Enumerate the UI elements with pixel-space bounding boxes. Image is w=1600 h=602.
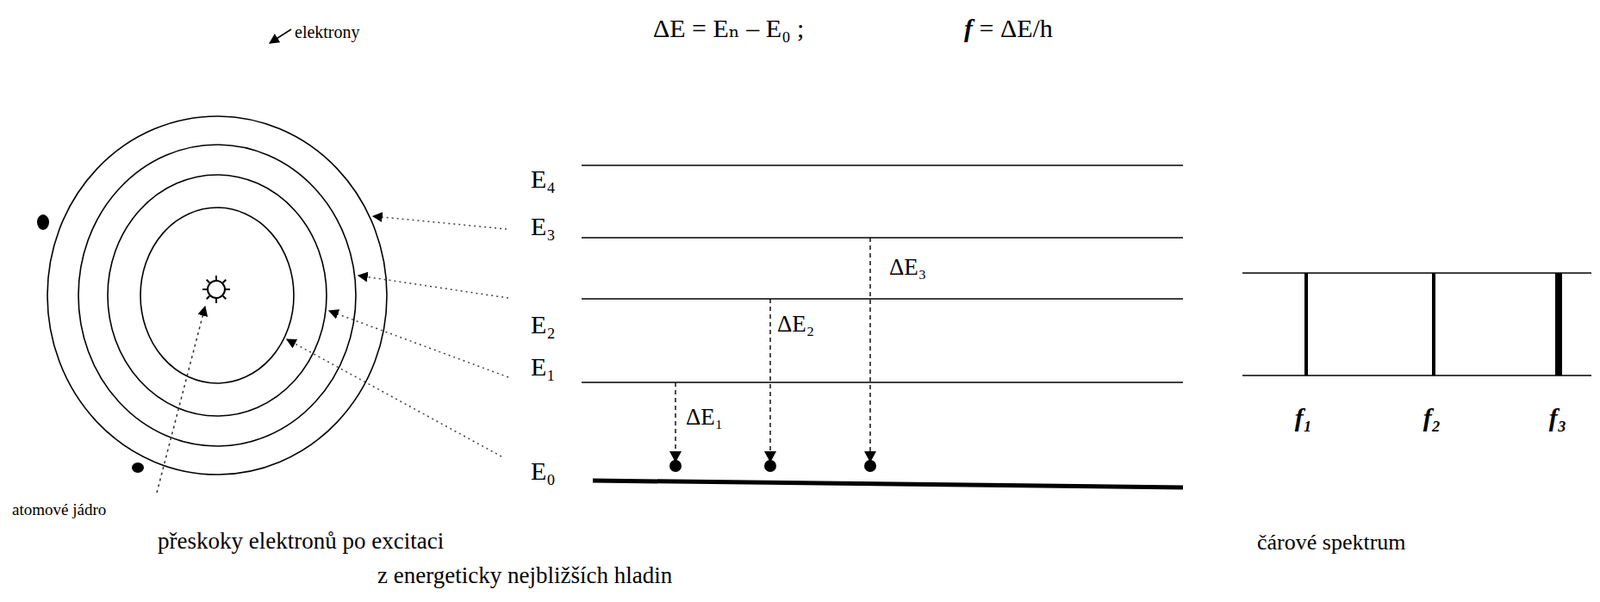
part-name: atomové jádro <box>12 500 106 520</box>
frequency-label: f₃ <box>1549 403 1567 434</box>
spectral-line <box>1304 273 1308 376</box>
frequency-label: f₂ <box>1423 403 1441 434</box>
spectrum-border <box>1242 374 1592 377</box>
transition-label: ΔE₁ <box>685 404 723 431</box>
line-spectrum <box>1242 273 1592 376</box>
energy-level-label: E₃ <box>530 211 556 243</box>
spectrum-border <box>1242 272 1592 274</box>
pointer-arrow <box>269 29 292 44</box>
transition-label: ΔE₂ <box>777 311 815 338</box>
leader-line <box>329 311 509 378</box>
orbit <box>47 116 387 475</box>
line-break-spacer <box>448 523 680 559</box>
transition-line <box>769 298 771 455</box>
transition-line <box>869 237 871 455</box>
energy-level-label: E₁ <box>530 352 556 383</box>
energy-level <box>581 164 1183 167</box>
spectral-line <box>1431 273 1436 376</box>
orbits <box>47 116 387 475</box>
electron-dot <box>37 214 50 231</box>
electron-dot <box>764 460 777 473</box>
energy-level-label: E₄ <box>530 164 556 195</box>
energy-level <box>581 381 1183 384</box>
leader-lines <box>286 216 509 457</box>
nucleus-symbol <box>202 275 231 304</box>
formula: ΔE = Eₙ – E₀ ; <box>653 13 804 44</box>
electron-dot <box>669 460 682 473</box>
electron-dot <box>131 462 144 474</box>
energy-level-label: E₂ <box>530 310 556 341</box>
ground-level <box>592 480 1183 488</box>
leader-line <box>286 339 502 457</box>
leader-line <box>358 275 509 299</box>
transition-line <box>674 382 676 455</box>
frequency-label: f₁ <box>1294 403 1313 434</box>
orbit <box>140 207 294 384</box>
orbit <box>107 174 327 417</box>
leader-line <box>156 306 206 493</box>
transition-label: ΔE₃ <box>889 254 927 281</box>
energy-levels <box>581 165 1183 383</box>
electron-dot <box>864 460 877 473</box>
leader-line <box>373 216 507 230</box>
spectral-line <box>1555 273 1563 376</box>
transitions <box>669 237 877 473</box>
formula: f = ΔE/h <box>964 13 1053 44</box>
energy-level-label: E₀ <box>530 456 556 487</box>
energy-level <box>581 298 1183 300</box>
orbit <box>78 144 356 447</box>
energy-level <box>581 236 1183 239</box>
caption: čárové spektrum <box>1257 529 1407 556</box>
caption: přeskoky elektronů po excitaci z energet… <box>157 523 680 593</box>
annotation: elektrony <box>294 22 361 43</box>
